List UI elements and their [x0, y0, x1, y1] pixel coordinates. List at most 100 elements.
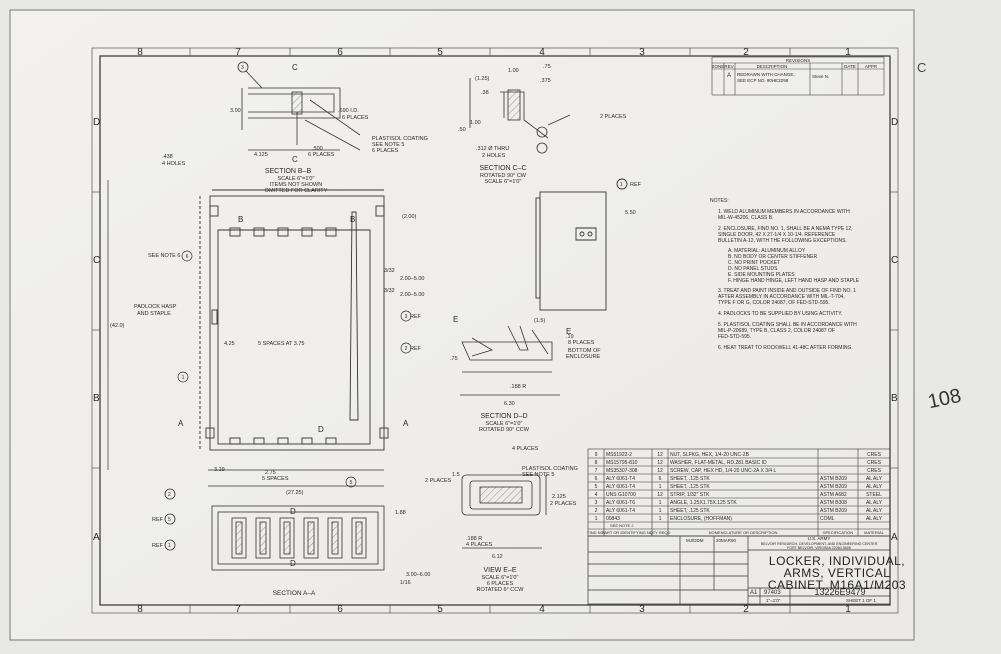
aa-dim-36: 3.00–6.00 [406, 572, 430, 578]
zone-top-4: 4 [539, 47, 545, 58]
tb-agency-3: FORT BELVOIR, VIRGINIA 22060-5606 [787, 546, 851, 550]
bb-find-3: 3 [241, 65, 244, 71]
ee-2places-b: 2 PLACES [550, 501, 577, 507]
bom-cell: SHEET, .125 STK [670, 476, 710, 482]
bom-cell: SHEET, .125 STK [670, 484, 710, 490]
callout-label-5: 5 [350, 480, 353, 486]
dd-dim-75: .75 [450, 356, 458, 362]
aa-ref-5: REF [152, 517, 164, 523]
drawing-border [99, 55, 891, 606]
main-dim-d: D [318, 425, 324, 434]
zone-left-b: B [93, 393, 100, 404]
zone-bottom-8: 8 [137, 604, 143, 615]
bom-hdr-mat: MATERIAL [864, 530, 884, 535]
outer-frame [91, 47, 899, 614]
paper [9, 9, 915, 641]
main-dim-275: 2.75 [265, 470, 276, 476]
zone-right-b: B [891, 393, 898, 404]
aa-section-title: SECTION A–A [273, 590, 316, 597]
ee-places: 6 PLACES [487, 581, 514, 587]
bom-cell: SCREW, CAP, HEX HD, 1/4-20 UNC-2A X 3/4 … [670, 468, 777, 474]
bom-hdr-part: PART OR IDENTIFYING NO. [602, 530, 654, 535]
bom-cell: CRES [867, 468, 882, 474]
bom-cell: 12 [657, 468, 663, 474]
ee-scale: SCALE 6"=1'0" [482, 575, 519, 581]
note-line-6: A. MATERIAL: ALUMINUM ALLOY [728, 248, 806, 254]
bom-hdr-spec: SPECIFICATION [823, 530, 853, 535]
main-cut-a-left: A [178, 419, 184, 428]
rev-desc-2: SEE ECP NO. 90HE3298 [737, 78, 789, 83]
dd-dim-19: .19 [566, 334, 574, 340]
section-cc-view [469, 78, 571, 154]
dd-cut-e: E [453, 315, 458, 324]
note-line-17: MIL-P-20689, TYPE B, CLASS 2, COLOR 2408… [718, 328, 835, 334]
bom-cell: AL ALY [866, 516, 883, 522]
drawing-title-line-1: LOCKER, INDIVIDUAL, [768, 554, 906, 568]
bom-cell: MS35307-308 [606, 468, 638, 474]
bom-cell: 1 [659, 516, 662, 522]
zone-top-5: 5 [437, 47, 443, 58]
bom-cell: CRES [867, 452, 882, 458]
cc-dim-100: 1.00 [508, 68, 519, 74]
main-cut-b2: B [350, 215, 355, 224]
aa-cut-d-top: D [290, 507, 296, 516]
note-line-11: F. HINGE HAND HINGE, LEFT HAND HASP AND … [728, 278, 860, 284]
note-line-5: BULLETIN A-12, WITH THE FOLLOWING EXCEPT… [718, 238, 847, 244]
bom-cell: 6 [659, 476, 662, 482]
zone-top-1: 1 [845, 47, 851, 58]
bom-cell: ALY 6061-T4 [606, 476, 635, 482]
tb-agency-1: U.S. ARMY [808, 536, 831, 541]
bom-cell: ASTM A682 [820, 492, 847, 498]
bom-cell: MS51922-2 [606, 452, 632, 458]
cc-section-title: SECTION C–C [479, 165, 526, 172]
main-padlock-2: AND STAPLE [137, 311, 171, 317]
bom-cell: ASTM B209 [820, 476, 847, 482]
callout-find-3 [400, 310, 412, 322]
note-line-19: 6. HEAT TREAT TO ROCKWELL 41-48C AFTER F… [718, 345, 853, 351]
bb-scale: SCALE 6"=1'0" [278, 176, 315, 182]
section-dd-view [460, 325, 560, 396]
note-line-1: 1. WELD ALUMINUM MEMBERS IN ACCORDANCE W… [718, 209, 850, 215]
dd-scale: SCALE 6"=1'0" [486, 421, 523, 427]
cc-dim-50: .50 [458, 127, 466, 133]
ee-view-title: VIEW E–E [483, 567, 516, 574]
note-line-12: 3. TREAT AND PAINT INSIDE AND OUTSIDE OF… [718, 288, 856, 294]
bom-cell: 6 [595, 476, 598, 482]
margin-corner-letter: C [917, 60, 927, 75]
note-line-15: 4. PADLOCKS TO BE SUPPLIED BY USING ACTI… [718, 311, 842, 317]
bom-cell: COML [820, 516, 835, 522]
bb-note-2: OMITTED FOR CLARITY [265, 188, 328, 194]
zone-top-3: 3 [639, 47, 645, 58]
bom-cell: 1 [659, 500, 662, 506]
tb-cage: 97403 [764, 590, 781, 596]
dd-dim-630: 6.30 [504, 401, 515, 407]
rev-col-zone: ZONE [712, 64, 725, 69]
ee-dim-4pl: 4 PLACES [466, 542, 493, 548]
ee-plastisol-1: PLASTISOL COATING [522, 466, 578, 472]
bom-cell: NUT, SLFKG, HEX, 1/4-20 UNC-2B [670, 452, 750, 458]
zone-top-7: 7 [235, 47, 241, 58]
bb-cut-c-bot: C [292, 155, 298, 164]
dd-places8: 8 PLACES [568, 340, 595, 346]
bom-cell: ASTM B209 [820, 484, 847, 490]
tb-sheet: SHEET 1 OF 1 [846, 598, 876, 603]
aa-dim-188: 1.88 [395, 510, 406, 516]
dd-dim-15: (1.5) [534, 318, 545, 324]
note-line-16: 5. PLASTISOL COATING SHALL BE IN ACCORDA… [718, 322, 857, 328]
bb-plastisol-1: PLASTISOL COATING [372, 136, 428, 142]
bom-cell: 12 [657, 460, 663, 466]
revision-block [711, 56, 885, 96]
dd-bottom-1: BOTTOM OF [568, 348, 601, 354]
bb-id-places: 6 PLACES [342, 115, 369, 121]
dd-cut-e2: E [566, 327, 571, 336]
tb-agency-2: BELVOIR RESEARCH, DEVELOPMENT, AND ENGIN… [761, 542, 878, 546]
zone-left-d: D [93, 117, 100, 128]
section-aa-view [164, 488, 385, 571]
title-block-grid [587, 535, 891, 605]
cc-two-places: 2 PLACES [600, 114, 627, 120]
zone-top-8: 8 [137, 47, 143, 58]
note-line-10: E. SIDE MOUNTING PLATES [728, 272, 795, 278]
bb-plastisol-3: 6 PLACES [372, 148, 399, 154]
zone-top-2: 2 [743, 47, 749, 58]
